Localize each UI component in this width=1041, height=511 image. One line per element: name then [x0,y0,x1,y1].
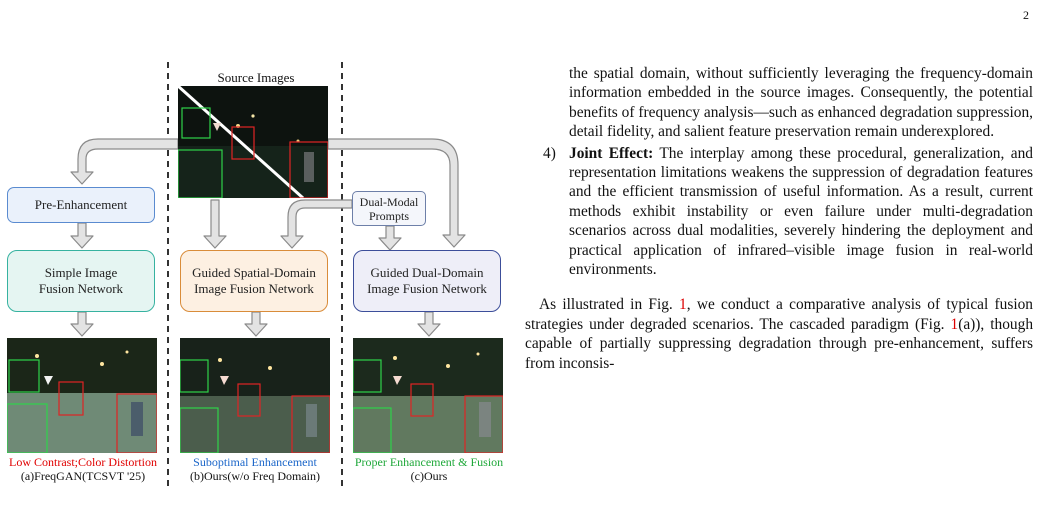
item-4-number: 4) [543,144,556,162]
caption-b-quality: Suboptimal Enhancement [193,455,317,469]
source-images-title: Source Images [217,70,295,85]
result-image-b [180,338,330,453]
caption-a-label: (a)FreqGAN(TCSVT '25) [20,469,146,483]
arrow-source-to-spatial [203,199,227,249]
para-text-a: As illustrated in Fig. [539,296,680,314]
fig-ref-1[interactable]: 1 [679,296,687,314]
para-text-c: (a)), though capable of partially suppre… [525,315,1034,372]
caption-c-quality: Proper Enhancement & Fusion [354,455,504,469]
arrow-source-to-dual [327,138,466,248]
para-text-b: , we conduct a comparative analysis of t… [525,296,1033,333]
arrow-source-to-pre [70,138,179,185]
item-4-title: Joint Effect: [569,144,654,162]
paragraph-fig1: As illustrated in Fig. 1, we conduct a c… [525,295,1033,373]
figure-1: Source Images Pre-Enhancement Dual-Modal… [0,0,520,511]
arrow-spatial-to-out [244,311,268,337]
simple-fusion-network-box: Simple Image Fusion Network [7,250,155,312]
dual-modal-prompts-box: Dual-Modal Prompts [352,191,426,226]
item-4-body: The interplay among these procedural, ge… [569,144,1033,279]
arrow-pre-to-simple [70,222,94,249]
caption-b-label: (b)Ours(w/o Freq Domain) [190,469,320,483]
arrow-dual-to-out [417,311,441,337]
arrow-prompt-to-spatial [280,199,353,249]
arrow-simple-to-out [70,311,94,337]
pre-enhancement-box: Pre-Enhancement [7,187,155,223]
page-number: 2 [1023,8,1029,22]
arrow-prompt-to-dual [378,225,402,251]
caption-c-label: (c)Ours [410,469,448,483]
caption-a-quality: Low Contrast;Color Distortion [9,455,157,469]
figure-connectors [70,62,466,490]
result-image-a [7,338,157,453]
item-3-continuation: the spatial domain, without sufficiently… [569,65,1033,141]
source-image [178,86,328,198]
body-text: the spatial domain, without sufficiently… [525,64,1033,373]
item-4: 4) Joint Effect: The interplay among thes… [525,144,1033,280]
fig-ref-2[interactable]: 1 [950,315,959,333]
dual-domain-fusion-network-box: Guided Dual-Domain Image Fusion Network [353,250,501,312]
result-image-c [353,338,503,453]
spatial-fusion-network-box: Guided Spatial-Domain Image Fusion Netwo… [180,250,328,312]
